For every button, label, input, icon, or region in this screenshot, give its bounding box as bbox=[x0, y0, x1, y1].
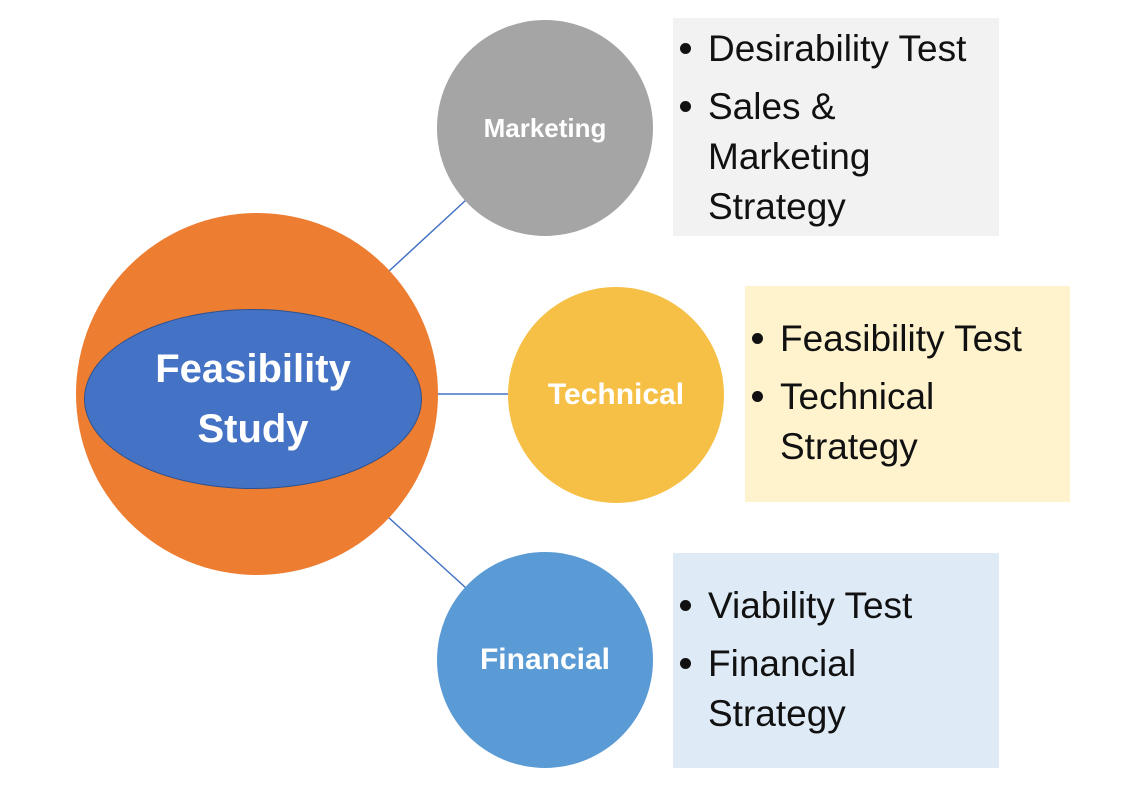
technical-details-box: Feasibility Test Technical Strategy bbox=[745, 286, 1070, 502]
bullet-item: Feasibility Test bbox=[745, 314, 1064, 364]
hub-label: Feasibility Study bbox=[155, 347, 351, 451]
bullet-item: Technical Strategy bbox=[745, 372, 1064, 472]
connector-financial bbox=[387, 516, 467, 589]
financial-label: Financial bbox=[479, 643, 611, 676]
marketing-bullet-list: Desirability Test Sales & Marketing Stra… bbox=[673, 24, 993, 232]
technical-circle: Technical bbox=[508, 287, 724, 503]
bullet-item: Desirability Test bbox=[673, 24, 993, 74]
bullet-item: Financial Strategy bbox=[673, 639, 993, 739]
technical-bullet-list: Feasibility Test Technical Strategy bbox=[745, 314, 1064, 472]
bullet-item: Sales & Marketing Strategy bbox=[673, 82, 993, 232]
technical-label: Technical bbox=[547, 378, 685, 411]
connector-marketing bbox=[387, 199, 467, 273]
marketing-label: Marketing bbox=[483, 112, 607, 143]
financial-circle: Financial bbox=[437, 552, 653, 768]
hub-inner-ellipse: Feasibility Study bbox=[84, 309, 422, 489]
marketing-details-box: Desirability Test Sales & Marketing Stra… bbox=[673, 18, 999, 236]
bullet-item: Viability Test bbox=[673, 581, 993, 631]
financial-details-box: Viability Test Financial Strategy bbox=[673, 553, 999, 768]
marketing-circle: Marketing bbox=[437, 20, 653, 236]
financial-bullet-list: Viability Test Financial Strategy bbox=[673, 581, 993, 739]
